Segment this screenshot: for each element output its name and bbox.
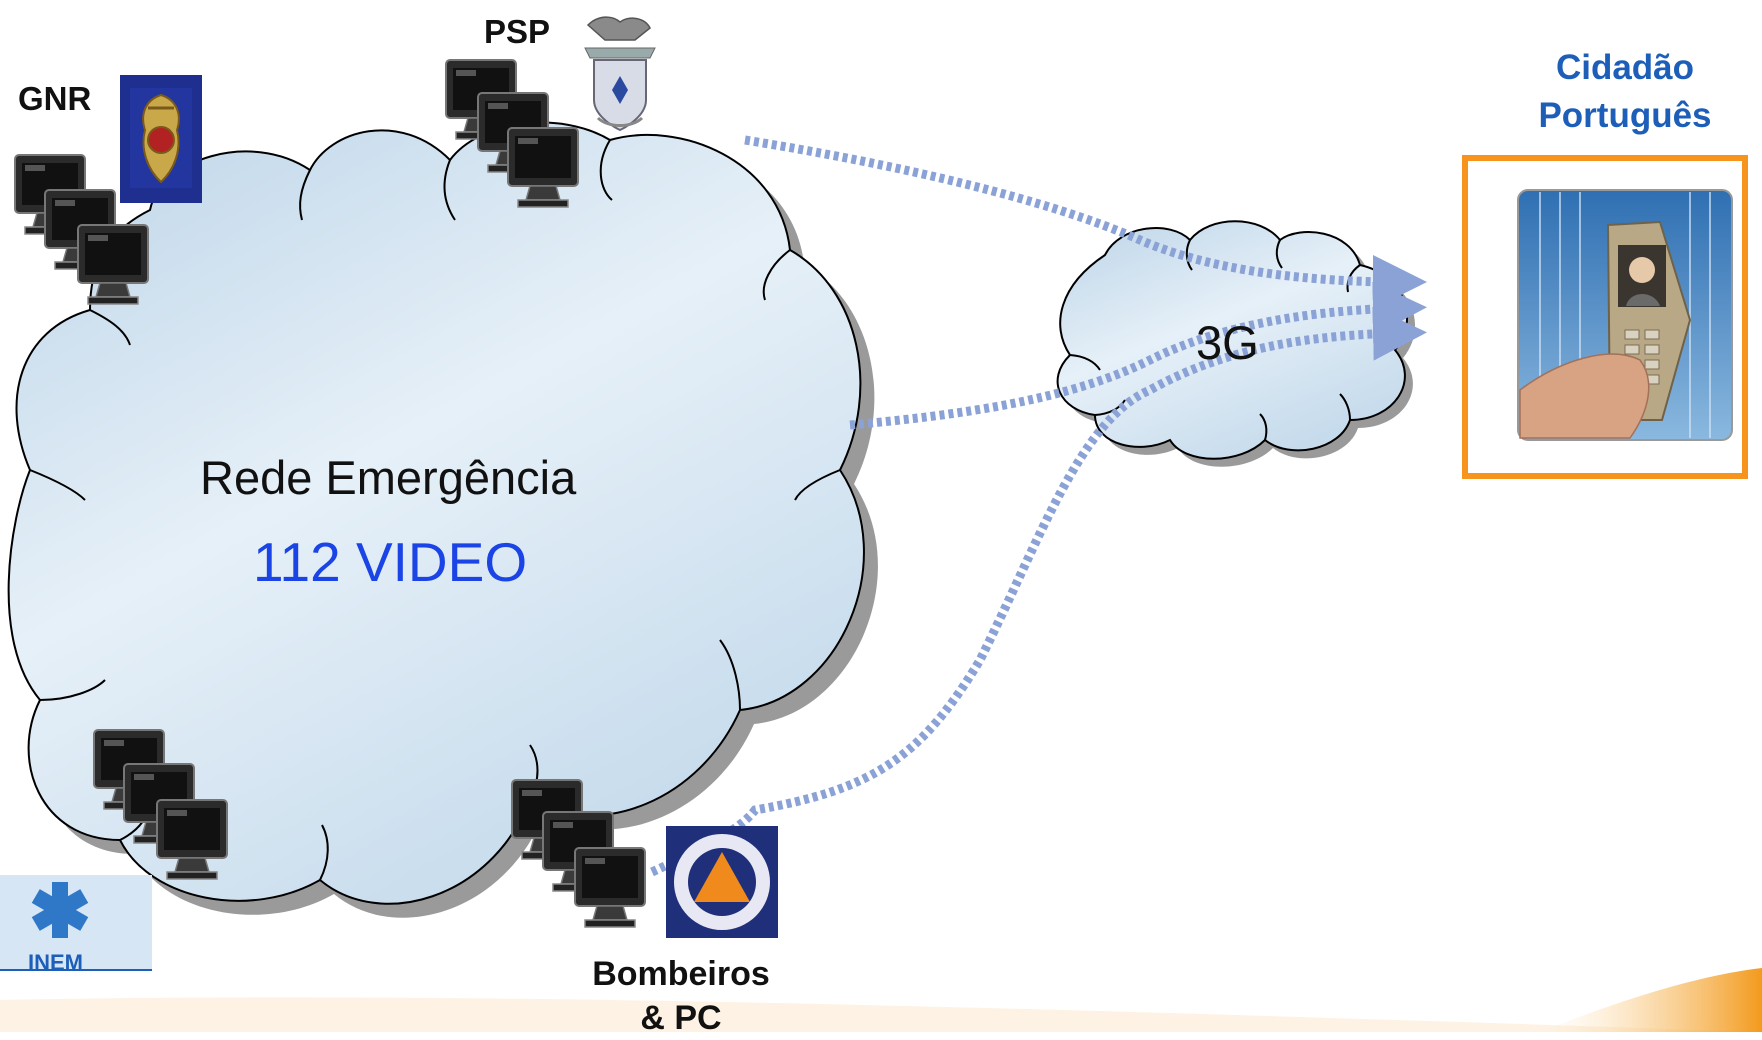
civil-protection-triangle-icon: [666, 826, 778, 938]
network-subtitle: 112 VIDEO: [253, 531, 528, 593]
connector-psp: [744, 135, 1427, 309]
citizen-label-line2: Português: [1538, 96, 1712, 135]
emergency-network-cloud: [7, 121, 878, 918]
bombeiros-label: Bombeiros & PC: [586, 952, 776, 1040]
gnr-label: GNR: [18, 80, 92, 117]
mobile-video-call-photo-icon: [1517, 189, 1733, 441]
connector-network: [849, 281, 1427, 430]
psp-eagle-crest-icon: [584, 16, 656, 132]
3g-label: 3G: [1196, 316, 1259, 369]
citizen-label-line1: Cidadão: [1555, 48, 1695, 87]
citizen-label: Cidadão Português: [1510, 44, 1740, 140]
3g-cloud: [1056, 220, 1416, 467]
connector-bombeiros: [650, 306, 1427, 877]
network-title: Rede Emergência: [200, 451, 577, 504]
psp-label: PSP: [484, 13, 551, 50]
bottom-right-swoosh: [1540, 968, 1762, 1032]
bottom-swoosh: [0, 997, 1762, 1032]
gnr-crest-icon: [120, 75, 202, 203]
inem-label: INEM: [28, 950, 83, 975]
bombeiros-label-line2: & PC: [640, 999, 722, 1037]
star-of-life-icon: [0, 875, 152, 971]
connectors: [650, 135, 1427, 877]
bombeiros-label-line1: Bombeiros: [592, 955, 770, 993]
